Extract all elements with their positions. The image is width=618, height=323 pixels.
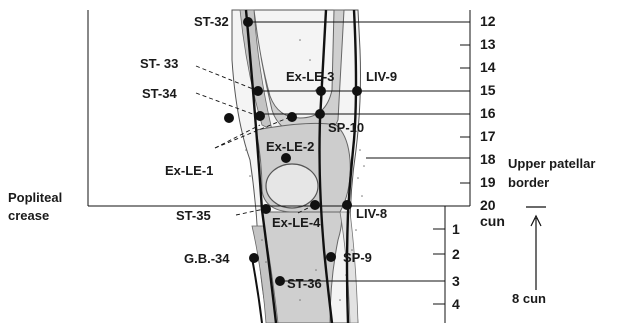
point-st35 [261,204,271,214]
lower-scale-2: 2 [452,246,460,262]
upper-scale-17: 17 [480,128,496,144]
lower-scale-4: 4 [452,296,460,312]
label-exle4: Ex-LE-4 [272,215,321,230]
point-liv9 [352,86,362,96]
upper-scale-19: 19 [480,174,496,190]
upper-patellar-label-line2: border [508,175,549,190]
upper-scale-unit: cun [480,213,505,229]
label-st34: ST-34 [142,86,177,101]
upper-scale-15: 15 [480,82,496,98]
upper-scale-12: 12 [480,13,496,29]
label-st36: ST-36 [287,276,322,291]
point-gb34 [249,253,259,263]
point-exle4 [310,200,320,210]
point-liv8 [342,200,352,210]
upper-scale-numbers: 12 13 14 15 16 17 18 19 20 cun [480,13,505,229]
popliteal-label-line2: crease [8,208,49,223]
point-sp10 [315,109,325,119]
upper-scale-13: 13 [480,36,496,52]
upper-scale-14: 14 [480,59,496,75]
measurement-label: 8 cun [512,291,546,306]
label-sp10: SP-10 [328,120,364,135]
label-sp9: SP-9 [343,250,372,265]
upper-patellar-label-line1: Upper patellar [508,156,595,171]
upper-scale-16: 16 [480,105,496,121]
label-exle1: Ex-LE-1 [165,163,213,178]
popliteal-label-line1: Popliteal [8,190,62,205]
patella [266,164,318,208]
label-gb34: G.B.-34 [184,251,230,266]
lower-scale-1: 1 [452,221,460,237]
measurement-arrow [526,207,546,290]
label-liv8: LIV-8 [356,206,387,221]
lower-scale-numbers: 1 2 3 4 [452,221,460,312]
point-sp9 [326,252,336,262]
point-st34 [255,111,265,121]
point-st33 [253,86,263,96]
point-exle1-lateral [224,113,234,123]
point-exle2 [281,153,291,163]
point-exle3 [316,86,326,96]
label-st32: ST-32 [194,14,229,29]
label-exle2: Ex-LE-2 [266,139,314,154]
point-st36 [275,276,285,286]
point-exle1-medial [287,112,297,122]
point-st32 [243,17,253,27]
label-liv9: LIV-9 [366,69,397,84]
label-st33: ST- 33 [140,56,178,71]
upper-scale-20: 20 [480,197,496,213]
label-exle3: Ex-LE-3 [286,69,334,84]
lower-scale-3: 3 [452,273,460,289]
upper-scale-18: 18 [480,151,496,167]
label-st35: ST-35 [176,208,211,223]
lower-scale-ticks [433,229,445,304]
